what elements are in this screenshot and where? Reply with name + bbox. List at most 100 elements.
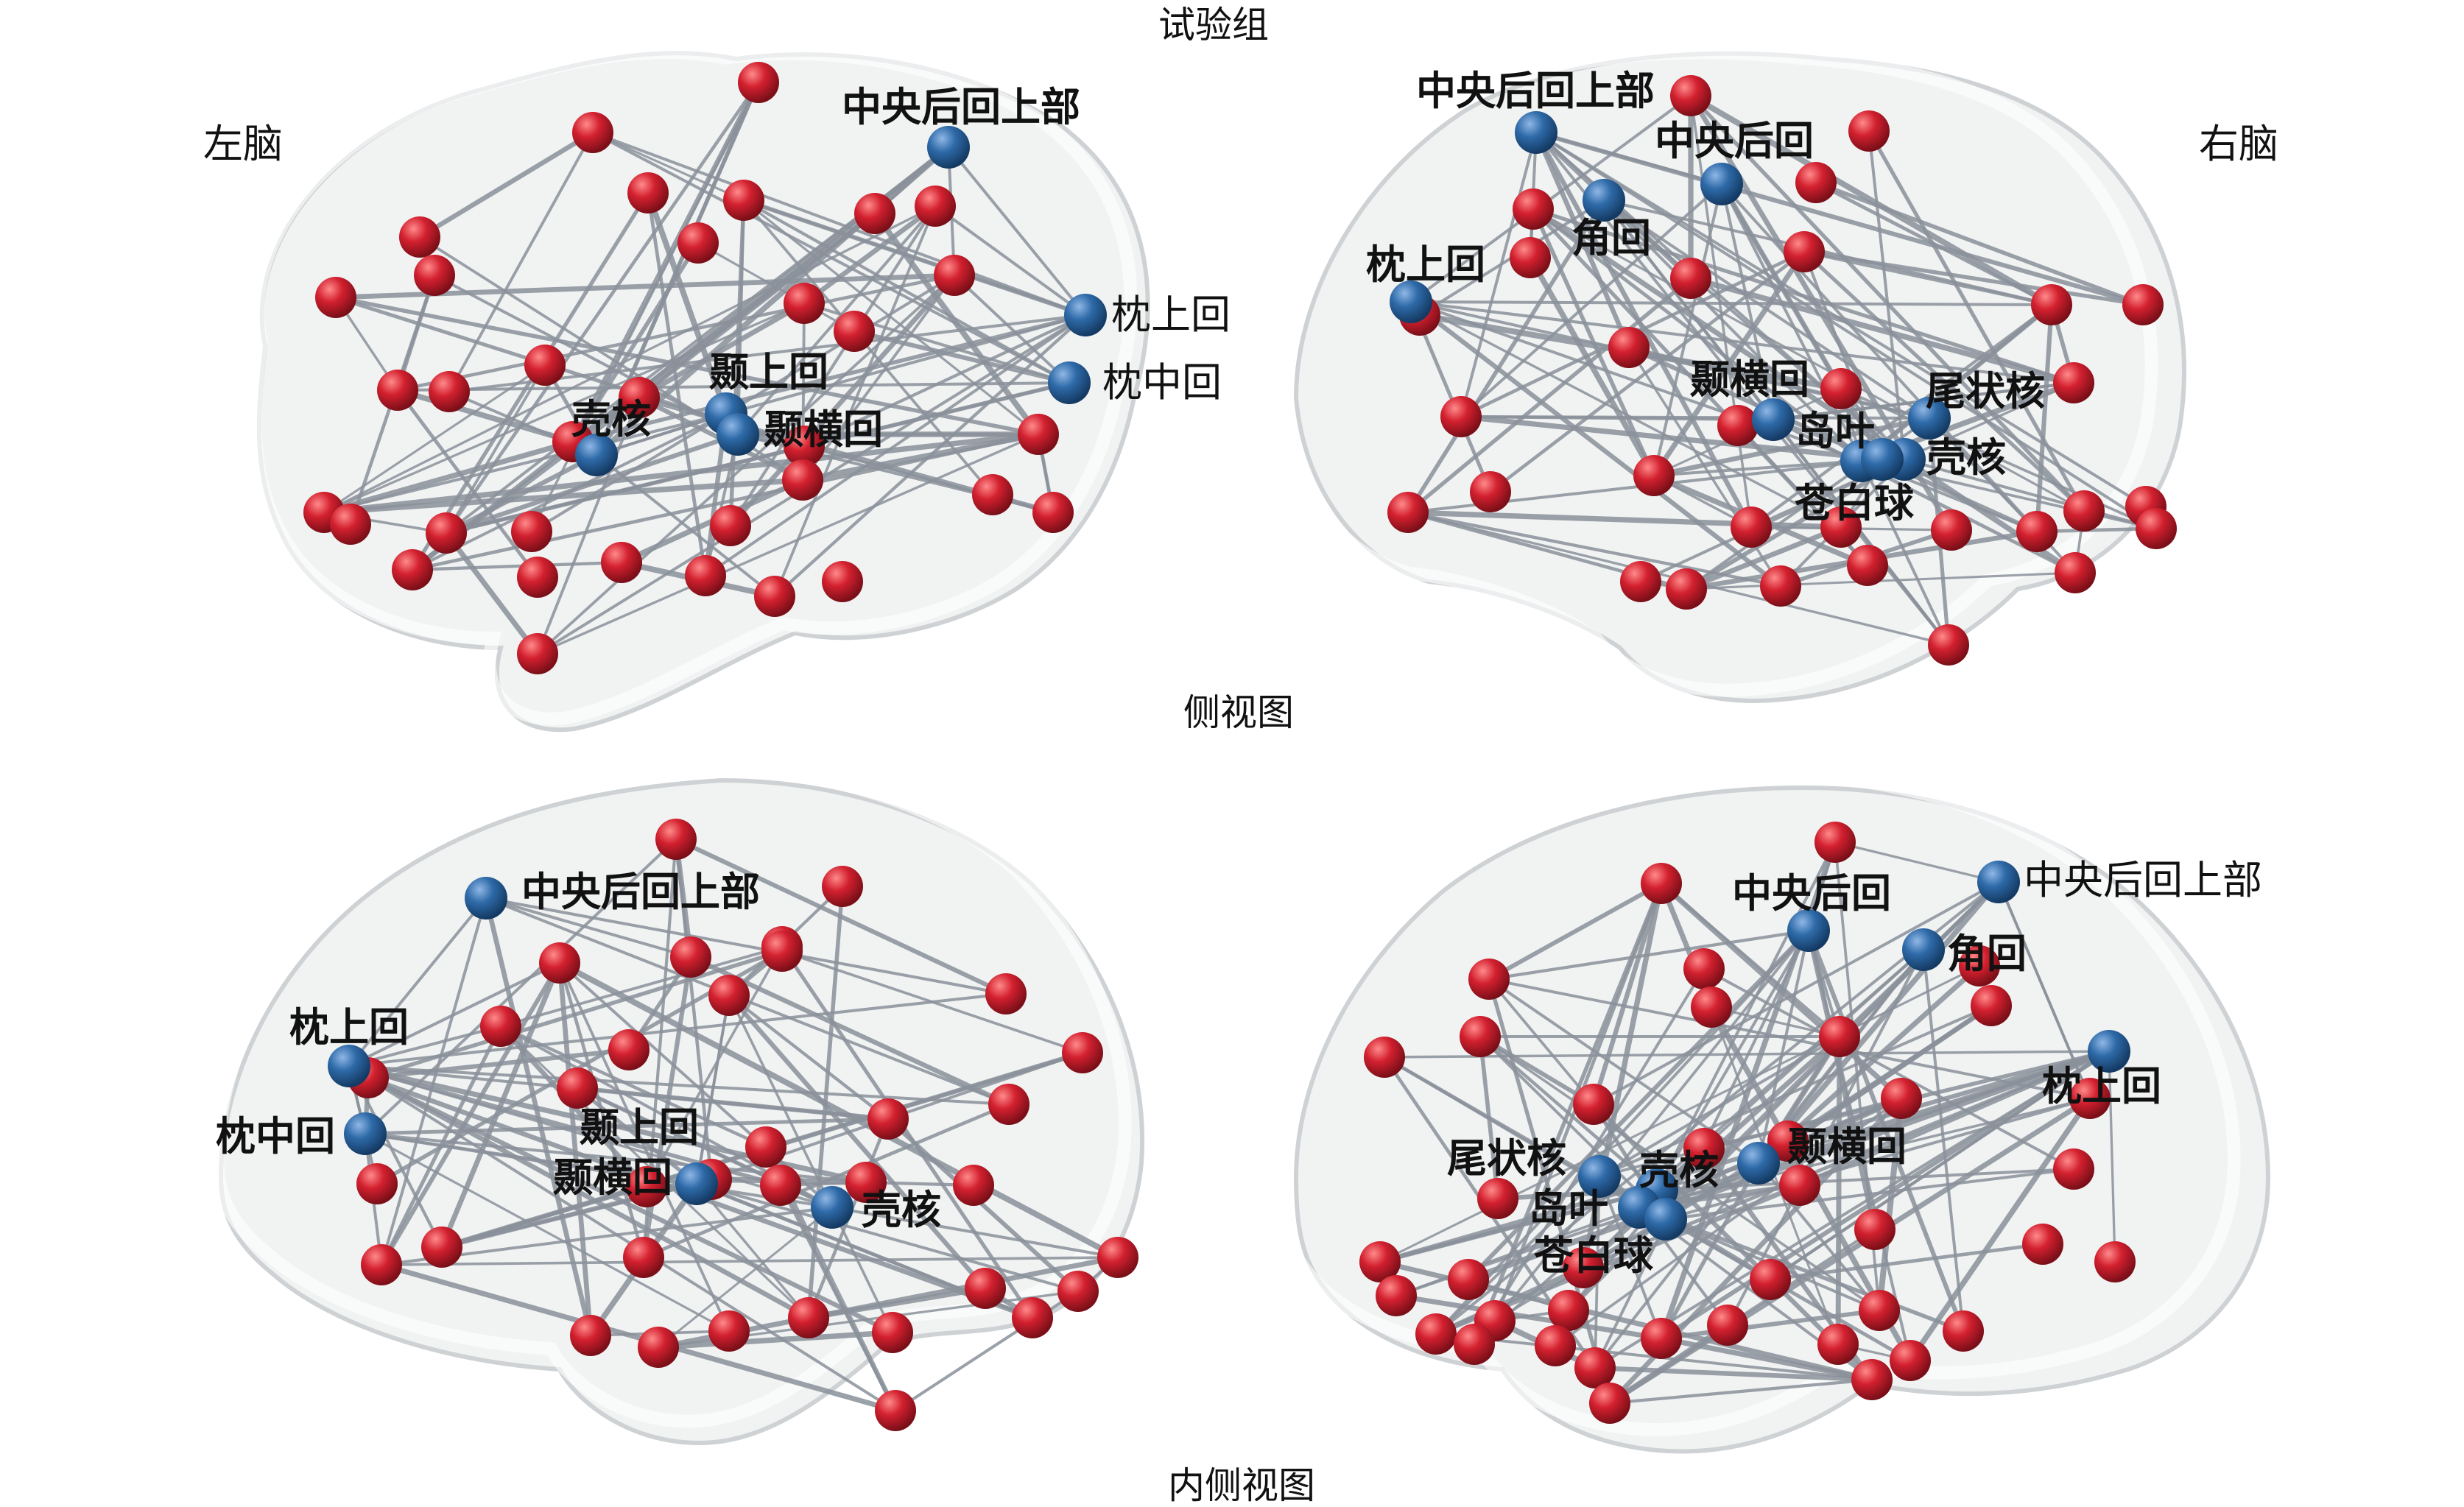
hub-edge xyxy=(1655,841,1837,1190)
brain-region-node xyxy=(953,1165,994,1206)
brain-region-node xyxy=(677,222,719,264)
brain-region-node xyxy=(1707,1305,1748,1346)
brain-region-node xyxy=(1881,1078,1922,1119)
network-edge xyxy=(1460,414,1883,462)
hub-region-node xyxy=(1644,1198,1687,1240)
label-right-medial-postcentral-superior: 中央后回上部 xyxy=(2024,857,2262,903)
hub-edge xyxy=(485,897,691,959)
brain-region-node xyxy=(1848,110,1890,152)
network-edge xyxy=(803,314,1086,448)
hub-edge xyxy=(1904,458,2157,530)
hub-edge xyxy=(1410,300,2052,306)
brain-region-node xyxy=(2063,490,2105,532)
brain-region-node xyxy=(708,975,750,1016)
brain-region-node xyxy=(1589,1383,1630,1424)
brain-region-node xyxy=(867,1098,909,1140)
left-hemisphere-label: 左脑 xyxy=(203,121,283,167)
network-edge xyxy=(1834,841,1999,883)
hub-edge xyxy=(1379,1188,1658,1263)
brain-region-node xyxy=(572,112,613,153)
brain-region-node xyxy=(1477,1178,1518,1219)
hub-edge xyxy=(348,1065,1010,1106)
brain-region-node xyxy=(1670,75,1711,116)
network-edge xyxy=(1660,1049,2111,1341)
hub-region-node xyxy=(675,1162,718,1205)
brain-region-node xyxy=(1387,492,1429,533)
brain-region-node xyxy=(1018,414,1059,455)
hub-edge xyxy=(1757,930,1810,1164)
label-left-medial-putamen: 壳核 xyxy=(862,1187,941,1233)
network-edge xyxy=(2108,1051,2116,1263)
network-edge xyxy=(500,945,783,1028)
network-edge xyxy=(1659,1162,1761,1340)
left-medial-brain-highlight xyxy=(211,762,1132,1428)
brain-region-node xyxy=(539,942,580,984)
network-edge xyxy=(1907,1096,2093,1363)
brain-region-node xyxy=(1062,1032,1103,1073)
hub-edge xyxy=(947,146,1087,317)
network-edge xyxy=(1876,1098,1904,1311)
brain-region-node xyxy=(934,255,975,296)
hub-edge xyxy=(1720,183,1863,462)
hub-edge xyxy=(596,412,727,456)
label-right-medial-pallidum: 苍白球 xyxy=(1534,1232,1653,1279)
brain-region-node xyxy=(784,426,825,467)
hub-edge xyxy=(1599,1004,1992,1178)
brain-region-node xyxy=(1767,1120,1809,1162)
hub-region-node xyxy=(1048,361,1091,404)
brain-region-node xyxy=(426,512,467,554)
brain-region-node xyxy=(761,931,803,972)
hub-edge xyxy=(348,1065,897,1412)
brain-region-node xyxy=(356,1163,398,1204)
hub-region-node xyxy=(328,1045,370,1087)
network-edge xyxy=(1479,1035,1880,1312)
network-edge xyxy=(695,1182,810,1319)
brain-region-node xyxy=(429,371,470,412)
brain-region-node xyxy=(1683,948,1725,989)
brain-region-node xyxy=(1057,1271,1099,1312)
brain-region-node xyxy=(1364,1037,1405,1078)
brain-region-node xyxy=(1641,863,1682,904)
network-edge xyxy=(728,273,957,528)
network-edge xyxy=(537,433,1039,655)
network-edge xyxy=(1487,978,1612,1404)
network-edge xyxy=(444,531,540,656)
brain-region-node xyxy=(1359,1241,1401,1282)
network-edge xyxy=(646,192,708,576)
network-edge xyxy=(1409,300,1782,588)
hub-edge xyxy=(348,992,1007,1067)
hub-edge xyxy=(1807,930,1912,1361)
brain-region-node xyxy=(1548,1290,1589,1331)
brain-region-node xyxy=(710,505,751,546)
hub-edge xyxy=(1594,1050,2111,1369)
hub-edge xyxy=(704,434,739,576)
hub-edge xyxy=(446,381,1070,534)
network-edge xyxy=(557,962,646,1258)
hub-edge xyxy=(1460,415,1930,420)
hub-region-node xyxy=(1515,111,1557,154)
network-edge xyxy=(1689,93,2053,308)
brain-region-node xyxy=(754,576,795,617)
hub-edge xyxy=(380,897,487,1266)
hub-edge xyxy=(365,1132,833,1209)
brain-region-node xyxy=(1470,471,1511,512)
hub-edge xyxy=(434,274,739,436)
brain-region-node xyxy=(377,370,418,411)
brain-region-node xyxy=(845,1162,887,1203)
network-edge xyxy=(323,205,936,514)
brain-region-node xyxy=(1032,492,1074,533)
hub-edge xyxy=(1868,130,1906,460)
network-edge xyxy=(1609,1377,1873,1405)
brain-region-node xyxy=(738,62,779,103)
brain-region-node xyxy=(1513,188,1554,230)
label-right-lateral-insula: 岛叶 xyxy=(1795,408,1875,454)
hub-edge xyxy=(1655,929,1810,1191)
hub-edge xyxy=(831,1206,1119,1259)
brain-region-node xyxy=(875,1390,916,1431)
hub-edge xyxy=(1665,1168,2074,1221)
brain-region-node xyxy=(1535,1325,1576,1366)
brain-region-node xyxy=(1460,1016,1501,1057)
hub-edge xyxy=(1656,1168,2074,1191)
brain-region-node xyxy=(2136,508,2177,549)
network-edge xyxy=(1488,978,2091,1100)
